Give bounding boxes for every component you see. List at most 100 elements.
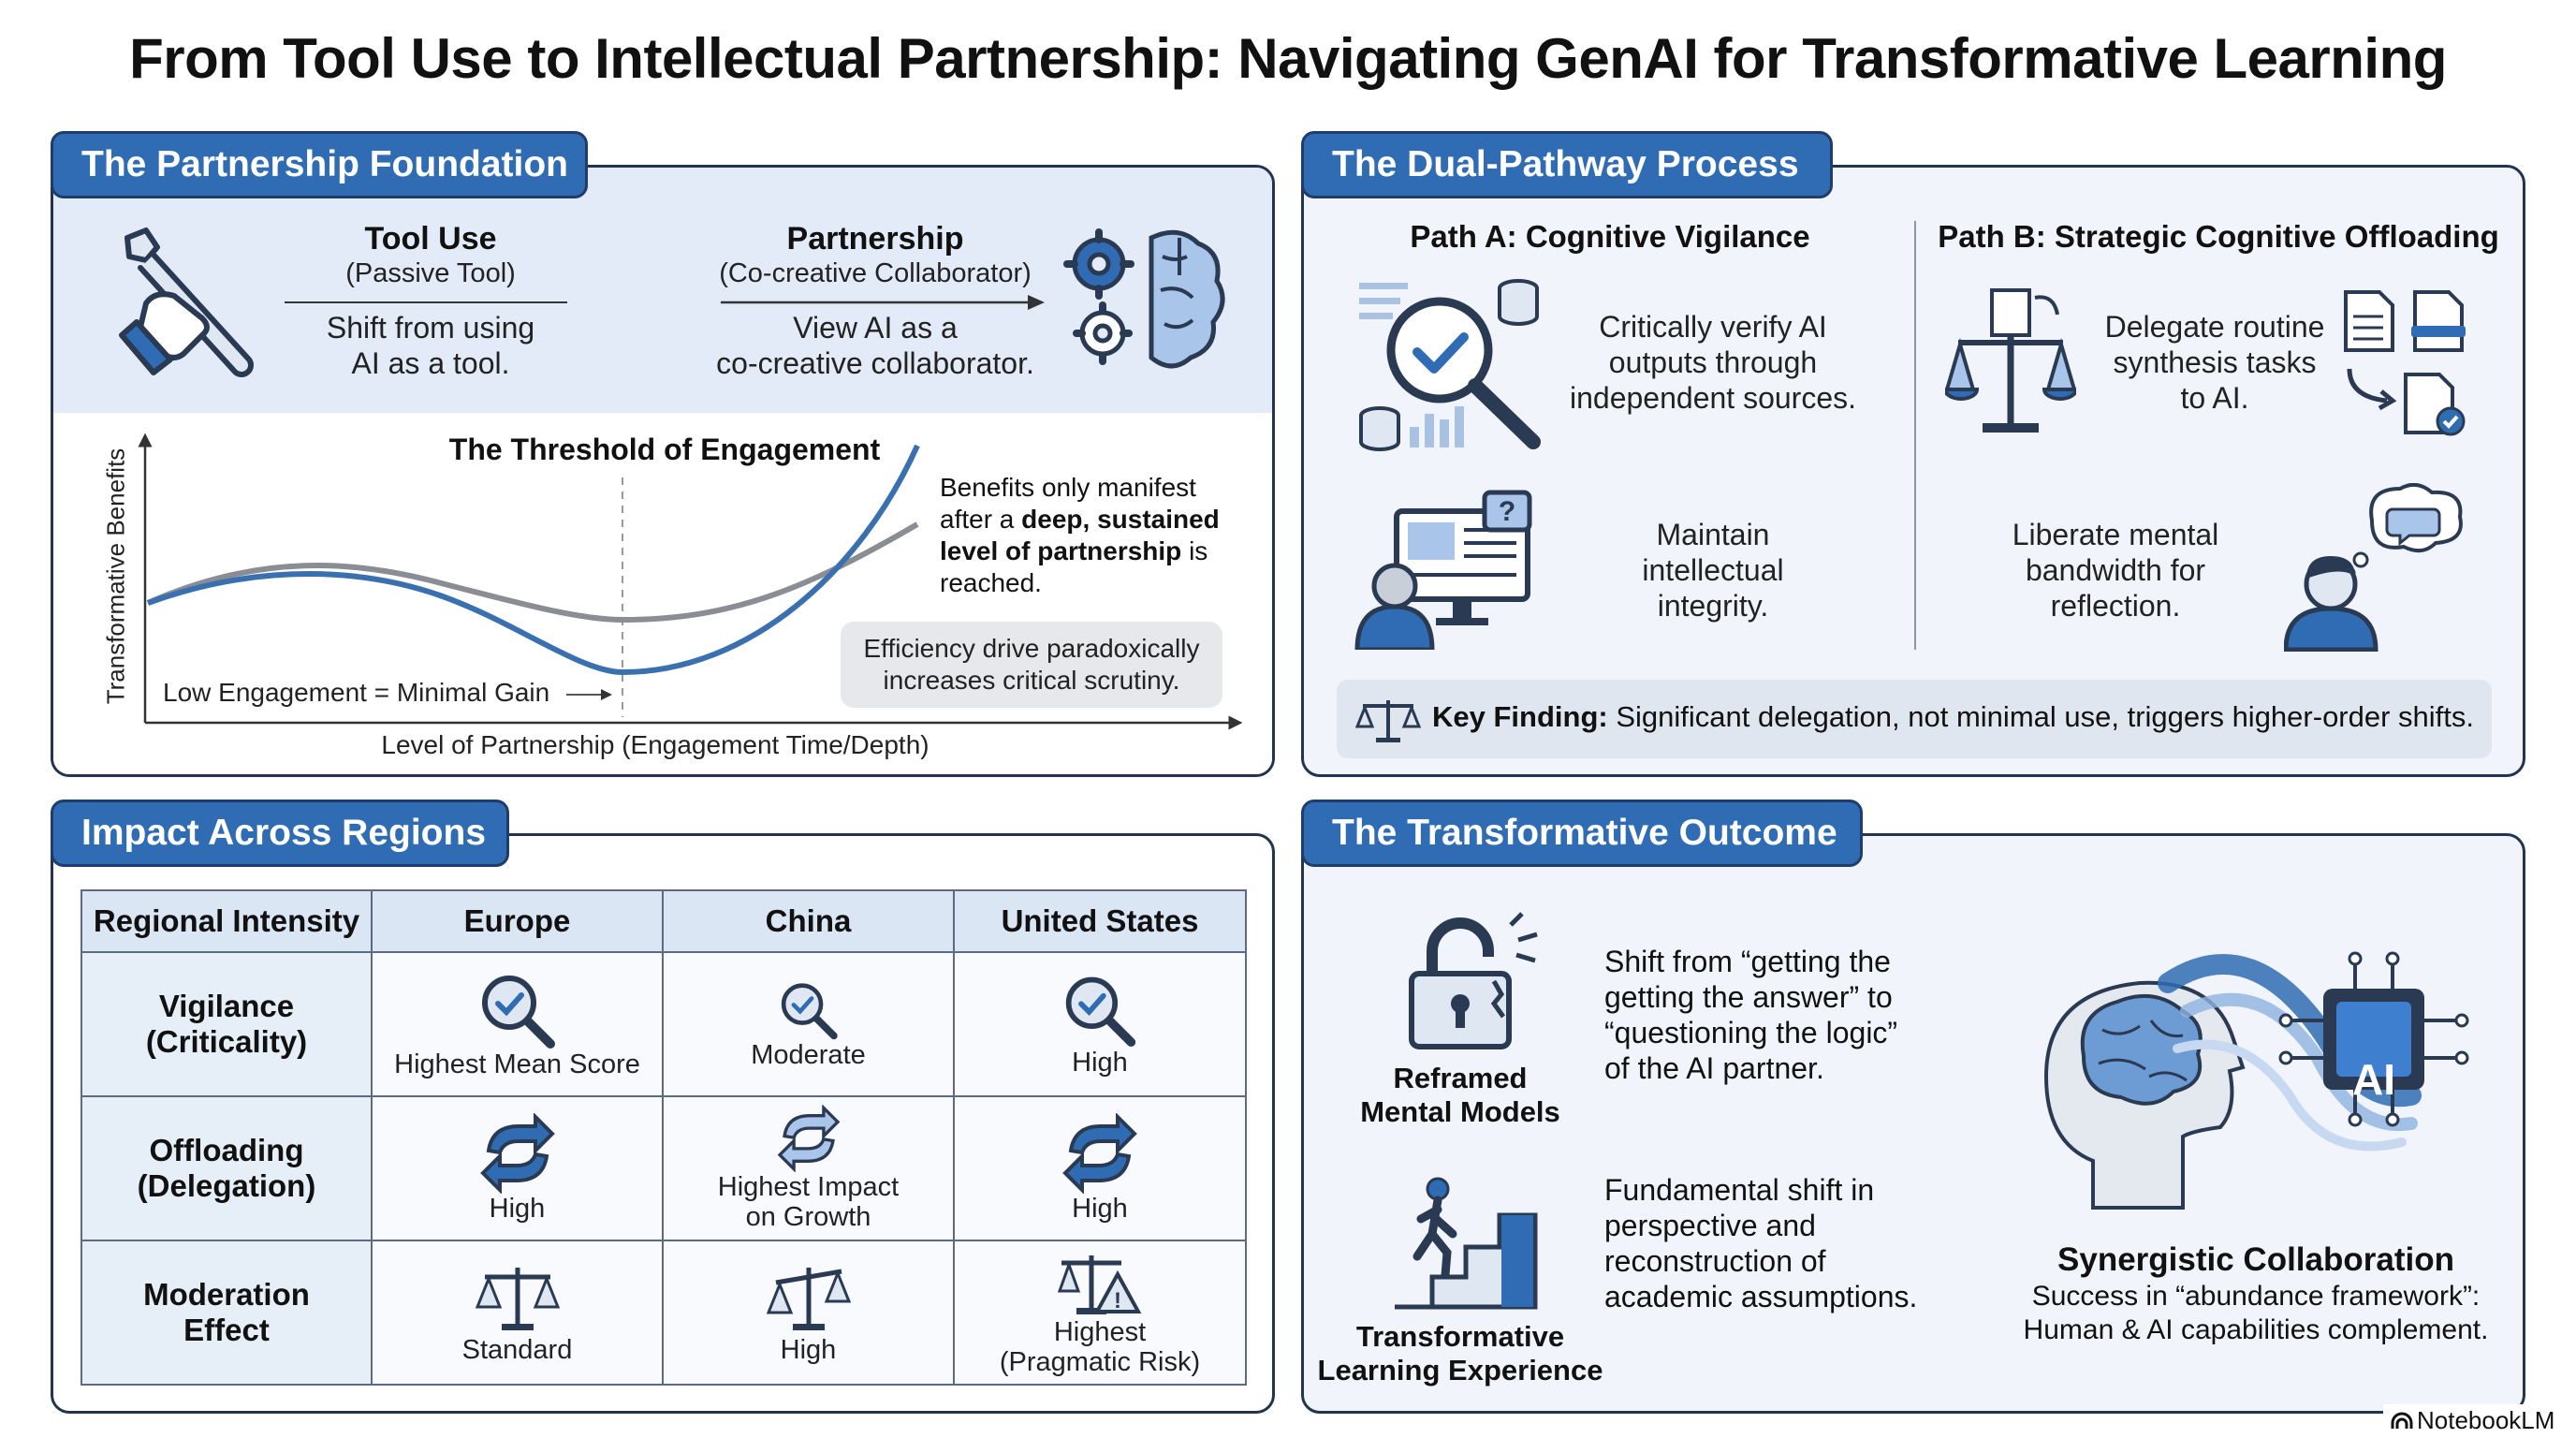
benefit-line-4: reached. bbox=[940, 568, 1042, 597]
benefit-line-2a: after a bbox=[940, 505, 1022, 534]
sync-arrows-icon bbox=[1062, 1112, 1137, 1194]
person-thought-icon bbox=[2284, 483, 2463, 652]
shift-line-2: getting the answer” to bbox=[1604, 980, 1893, 1014]
row-header: Vigilance(Criticality) bbox=[80, 951, 373, 1097]
scale-icon-small bbox=[1355, 700, 1421, 742]
cell-label: Highest Impact bbox=[717, 1172, 900, 1202]
cell-label-2: on Growth bbox=[745, 1202, 871, 1232]
magnifier-check-icon bbox=[781, 982, 838, 1039]
table-cell: High bbox=[953, 951, 1247, 1097]
balance-scale-icon bbox=[475, 1267, 560, 1330]
human-ai-synergy-icon bbox=[2043, 951, 2469, 1210]
b1-line-1: Delegate routine bbox=[2104, 310, 2325, 344]
synergy-line-2: Human & AI capabilities complement. bbox=[2023, 1314, 2489, 1345]
regions-header: Impact Across Regions bbox=[51, 800, 509, 867]
curve-blue bbox=[146, 444, 920, 676]
shift-line-4: of the AI partner. bbox=[1604, 1051, 1824, 1085]
cell-label: High bbox=[1072, 1047, 1128, 1078]
sync-arrows-icon bbox=[777, 1105, 840, 1172]
benefit-line-2b: deep, sustained bbox=[1021, 505, 1220, 534]
cell-label: Moderate bbox=[751, 1039, 866, 1070]
tool-use-desc-1: Shift from using bbox=[326, 311, 535, 345]
table-cell: High bbox=[371, 1095, 664, 1241]
row-label-1: Offloading bbox=[149, 1133, 304, 1167]
efficiency-callout: Efficiency drive paradoxically increases… bbox=[841, 622, 1222, 708]
ai-chip-label: AI bbox=[2352, 1055, 2395, 1104]
path-a-item-2: Maintain intellectual integrity. bbox=[1554, 517, 1872, 624]
col-header: China bbox=[662, 889, 955, 953]
table-cell: Highest Impact on Growth bbox=[662, 1095, 955, 1241]
tool-use-divider bbox=[285, 301, 567, 303]
page-title: From Tool Use to Intellectual Partnershi… bbox=[129, 27, 2447, 90]
key-finding-body: Significant delegation, not minimal use,… bbox=[1607, 700, 2475, 733]
outcome-panel bbox=[1301, 833, 2525, 1414]
reframed-label-2: Mental Models bbox=[1360, 1095, 1560, 1128]
person-monitor-icon: ? bbox=[1354, 490, 1532, 650]
notebooklm-logo-icon bbox=[2391, 1412, 2413, 1429]
col-header: Europe bbox=[371, 889, 664, 953]
table-row: Vigilance(Criticality) Highest Mean Scor… bbox=[80, 951, 1247, 1097]
synergy-line-1: Success in “abundance framework”: bbox=[2031, 1281, 2481, 1312]
x-axis-label: Level of Partnership (Engagement Time/De… bbox=[381, 730, 929, 759]
table-cell: ! Highest (Pragmatic Risk) bbox=[953, 1240, 1247, 1386]
foundation-bottom-band bbox=[53, 413, 1272, 774]
balance-warning-icon: ! bbox=[1058, 1255, 1142, 1314]
path-b-item-1: Delegate routine synthesis tasks to AI. bbox=[2084, 309, 2346, 416]
fund-line-2: perspective and bbox=[1604, 1209, 1816, 1242]
row-label-1: Vigilance bbox=[158, 989, 295, 1023]
benefit-text: Benefits only manifest after a deep, sus… bbox=[940, 472, 1258, 599]
fund-line-1: Fundamental shift in bbox=[1604, 1173, 1875, 1207]
benefit-line-2: after a deep, sustained bbox=[940, 504, 1258, 536]
dual-pathway-header: The Dual-Pathway Process bbox=[1301, 131, 1833, 198]
document-stack-icon bbox=[2344, 290, 2466, 436]
shift-line-1: Shift from “getting the bbox=[1604, 945, 1891, 978]
partnership-desc-1: View AI as a bbox=[793, 311, 958, 345]
table-cell: Highest Mean Score bbox=[371, 951, 664, 1097]
partnership-subtitle: (Co-creative Collaborator) bbox=[719, 258, 1032, 288]
climbing-stairs-icon bbox=[1395, 1177, 1538, 1310]
gear-brain-icon bbox=[1063, 228, 1225, 369]
table-cell: High bbox=[662, 1240, 955, 1386]
table-row: Offloading(Delegation) High Highest Impa… bbox=[80, 1095, 1247, 1241]
partnership-desc-2: co-creative collaborator. bbox=[716, 346, 1034, 380]
b2-line-3: reflection. bbox=[2050, 589, 2181, 623]
path-b-item-2: Liberate mental bandwidth for reflection… bbox=[1975, 517, 2256, 624]
foundation-header: The Partnership Foundation bbox=[51, 131, 588, 198]
shift-text: Shift from “getting the getting the answ… bbox=[1604, 944, 1960, 1086]
path-b-title: Path B: Strategic Cognitive Offloading bbox=[1938, 219, 2499, 254]
footer-brand: NotebookLM bbox=[2417, 1406, 2555, 1434]
reframed-label-1: Reframed bbox=[1393, 1062, 1528, 1094]
a1-line-2: outputs through bbox=[1608, 345, 1818, 379]
row-label-2: Effect bbox=[183, 1313, 270, 1347]
magnifier-check-icon bbox=[1065, 976, 1136, 1047]
shift-line-3: “questioning the logic” bbox=[1604, 1016, 1898, 1049]
row-label-2: (Criticality) bbox=[145, 1024, 308, 1059]
magnifier-check-icon bbox=[481, 975, 555, 1049]
unlock-icon bbox=[1409, 912, 1538, 1049]
y-axis-label: Transformative Benefits bbox=[101, 448, 130, 705]
b2-line-1: Liberate mental bbox=[2012, 518, 2219, 551]
benefit-line-3a: level of partnership bbox=[940, 536, 1182, 565]
col-header: Regional Intensity bbox=[80, 889, 373, 953]
fund-line-4: academic assumptions. bbox=[1604, 1280, 1918, 1313]
wrench-hand-icon bbox=[119, 227, 254, 377]
b1-line-3: to AI. bbox=[2180, 381, 2249, 415]
svg-text:!: ! bbox=[1114, 1288, 1121, 1313]
cell-label: Highest bbox=[1053, 1317, 1147, 1347]
cell-label-2: (Pragmatic Risk) bbox=[999, 1347, 1201, 1377]
fundamental-text: Fundamental shift in perspective and rec… bbox=[1604, 1172, 1998, 1314]
benefit-line-3b: is bbox=[1181, 536, 1208, 565]
balance-scale-icon bbox=[766, 1267, 851, 1330]
partnership-title: Partnership bbox=[786, 221, 964, 257]
tool-use-subtitle: (Passive Tool) bbox=[345, 258, 516, 288]
path-a-item-1: Critically verify AI outputs through ind… bbox=[1554, 309, 1872, 416]
curve-gray bbox=[146, 521, 919, 624]
path-divider bbox=[1914, 221, 1916, 650]
table-cell: High bbox=[953, 1095, 1247, 1241]
cell-label: High bbox=[780, 1334, 837, 1365]
a1-line-3: independent sources. bbox=[1570, 381, 1856, 415]
sync-arrows-icon bbox=[479, 1112, 555, 1194]
tool-use-title: Tool Use bbox=[364, 221, 497, 257]
